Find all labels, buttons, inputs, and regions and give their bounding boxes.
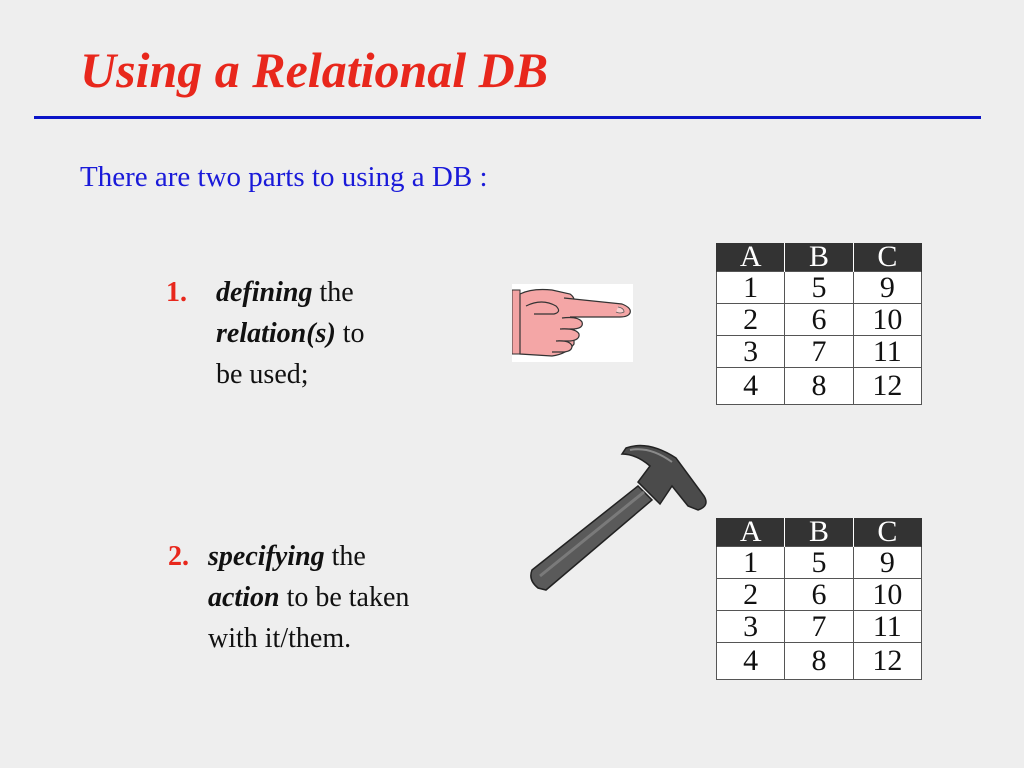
table-cell: 10	[852, 303, 923, 336]
table-row: 3 7 11	[715, 610, 923, 643]
emphasis-term: specifying	[208, 541, 325, 572]
table-cell: 1	[715, 546, 786, 579]
table-header-row: A B C	[715, 517, 923, 547]
table-cell: 3	[715, 335, 786, 368]
table-cell: 6	[784, 303, 854, 336]
item-text: with it/them.	[208, 623, 352, 654]
emphasis-term: action	[208, 582, 280, 613]
table-row: 1 5 9	[715, 546, 923, 579]
list-item-text: specifying the action to be taken with i…	[208, 536, 488, 659]
column-header: B	[784, 517, 854, 547]
table-cell: 11	[852, 335, 923, 368]
table-cell: 11	[852, 610, 923, 643]
table-cell: 7	[784, 610, 854, 643]
table-cell: 12	[852, 642, 923, 680]
table-cell: 4	[715, 367, 786, 405]
table-row: 2 6 10	[715, 578, 923, 611]
table-cell: 8	[784, 367, 854, 405]
column-header: C	[852, 517, 923, 547]
table-row: 4 8 12	[715, 642, 923, 680]
table-cell: 10	[852, 578, 923, 611]
list-item-text: defining the relation(s) to be used;	[216, 272, 486, 395]
item-text: to	[335, 318, 365, 349]
table-row: 4 8 12	[715, 367, 923, 405]
list-number: 2.	[168, 541, 189, 572]
table-cell: 8	[784, 642, 854, 680]
item-text: the	[312, 277, 354, 308]
table-cell: 9	[852, 546, 923, 579]
item-text: be used;	[216, 359, 309, 390]
column-header: B	[784, 242, 854, 272]
relation-table-1: A B C 1 5 9 2 6 10 3 7 11 4 8 12	[715, 242, 923, 405]
table-cell: 5	[784, 546, 854, 579]
table-header-row: A B C	[715, 242, 923, 272]
table-cell: 1	[715, 271, 786, 304]
table-row: 2 6 10	[715, 303, 923, 336]
item-text: to be taken	[279, 582, 410, 613]
relation-table-2: A B C 1 5 9 2 6 10 3 7 11 4 8 12	[715, 517, 923, 680]
hammer-icon	[530, 444, 707, 591]
table-cell: 12	[852, 367, 923, 405]
table-cell: 7	[784, 335, 854, 368]
table-cell: 3	[715, 610, 786, 643]
item-text: the	[324, 541, 366, 572]
list-number: 1.	[166, 277, 187, 308]
table-cell: 4	[715, 642, 786, 680]
table-cell: 2	[715, 578, 786, 611]
emphasis-term: defining	[216, 277, 313, 308]
table-cell: 6	[784, 578, 854, 611]
pointing-hand-icon	[512, 284, 633, 362]
table-row: 3 7 11	[715, 335, 923, 368]
column-header: C	[852, 242, 923, 272]
emphasis-term: relation(s)	[216, 318, 336, 349]
table-cell: 9	[852, 271, 923, 304]
column-header: A	[715, 517, 786, 547]
slide-title: Using a Relational DB	[80, 42, 549, 98]
table-cell: 2	[715, 303, 786, 336]
title-divider	[34, 116, 981, 119]
table-cell: 5	[784, 271, 854, 304]
column-header: A	[715, 242, 786, 272]
table-row: 1 5 9	[715, 271, 923, 304]
intro-text: There are two parts to using a DB :	[80, 161, 488, 193]
